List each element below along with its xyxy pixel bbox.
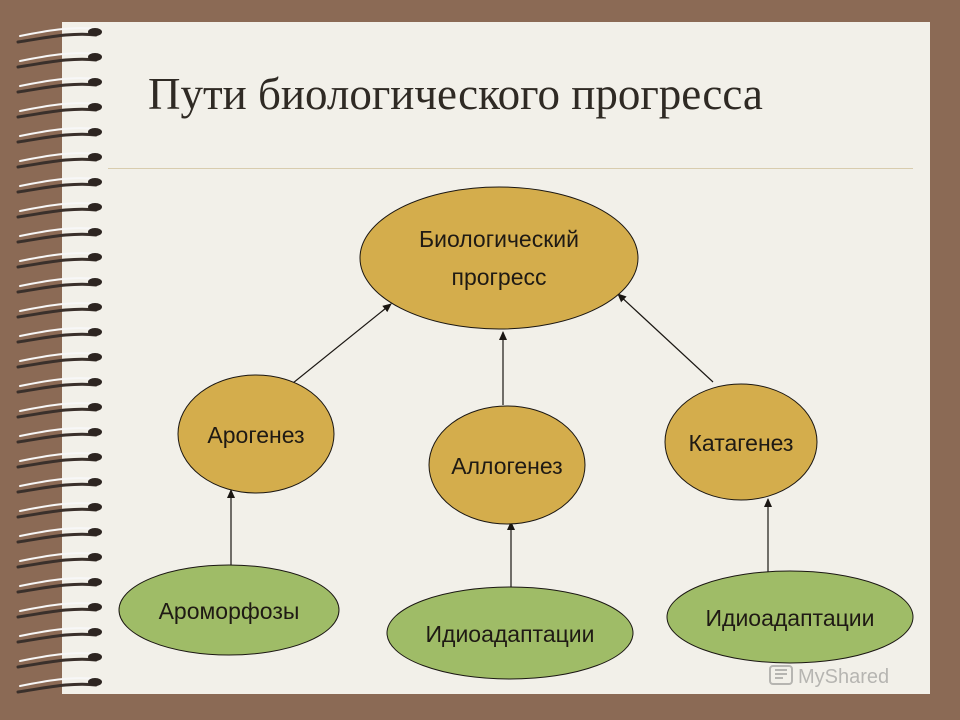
spiral-ring xyxy=(16,77,102,94)
node-biological-progress-line2: прогресс xyxy=(451,264,546,290)
arrow-arogenesis-to-root xyxy=(292,303,392,384)
spiral-ring xyxy=(16,427,102,444)
spiral-ring xyxy=(16,502,102,519)
watermark-icon xyxy=(769,665,793,685)
spiral-ring xyxy=(16,602,102,619)
spiral-ring xyxy=(16,102,102,119)
node-idioadaptations-1 xyxy=(386,586,634,680)
spiral-ring xyxy=(16,677,102,694)
spiral-ring xyxy=(16,227,102,244)
spiral-ring xyxy=(16,377,102,394)
spiral-ring xyxy=(16,352,102,369)
node-idioadaptations-2-label: Идиоадаптации xyxy=(706,605,875,631)
spiral-ring xyxy=(16,127,102,144)
node-allogenesis-label: Аллогенез xyxy=(451,453,562,479)
spiral-ring xyxy=(16,577,102,594)
spiral-ring xyxy=(16,452,102,469)
spiral-ring xyxy=(16,627,102,644)
spiral-ring xyxy=(16,202,102,219)
node-arogenesis xyxy=(177,374,335,494)
arrow-catagenesis-to-root xyxy=(617,293,714,383)
spiral-ring xyxy=(16,27,102,44)
spiral-binding xyxy=(16,27,102,694)
node-idioadaptations-2 xyxy=(666,570,914,664)
spiral-ring xyxy=(16,302,102,319)
watermark-text: MyShared xyxy=(798,666,889,688)
spiral-ring xyxy=(16,177,102,194)
watermark-logo: MyShared xyxy=(769,665,889,688)
node-catagenesis xyxy=(664,383,818,501)
title-divider xyxy=(108,168,913,169)
node-arogenesis-label: Арогенез xyxy=(207,422,304,448)
spiral-ring xyxy=(16,52,102,69)
spiral-ring xyxy=(16,552,102,569)
node-aromorphoses xyxy=(118,564,340,656)
spiral-ring xyxy=(16,252,102,269)
node-biological-progress xyxy=(359,186,639,330)
node-allogenesis xyxy=(428,405,586,525)
watermark-icon-detail xyxy=(775,669,787,679)
spiral-ring xyxy=(16,477,102,494)
spiral-ring xyxy=(16,402,102,419)
spiral-ring xyxy=(16,527,102,544)
node-aromorphoses-label: Ароморфозы xyxy=(159,598,300,624)
spiral-ring xyxy=(16,652,102,669)
spiral-ring xyxy=(16,152,102,169)
node-catagenesis-label: Катагенез xyxy=(689,430,794,456)
spiral-ring xyxy=(16,277,102,294)
node-idioadaptations-1-label: Идиоадаптации xyxy=(426,621,595,647)
slide-title: Пути биологического прогресса xyxy=(148,69,763,119)
spiral-ring xyxy=(16,327,102,344)
node-biological-progress-line1: Биологический xyxy=(419,226,579,252)
